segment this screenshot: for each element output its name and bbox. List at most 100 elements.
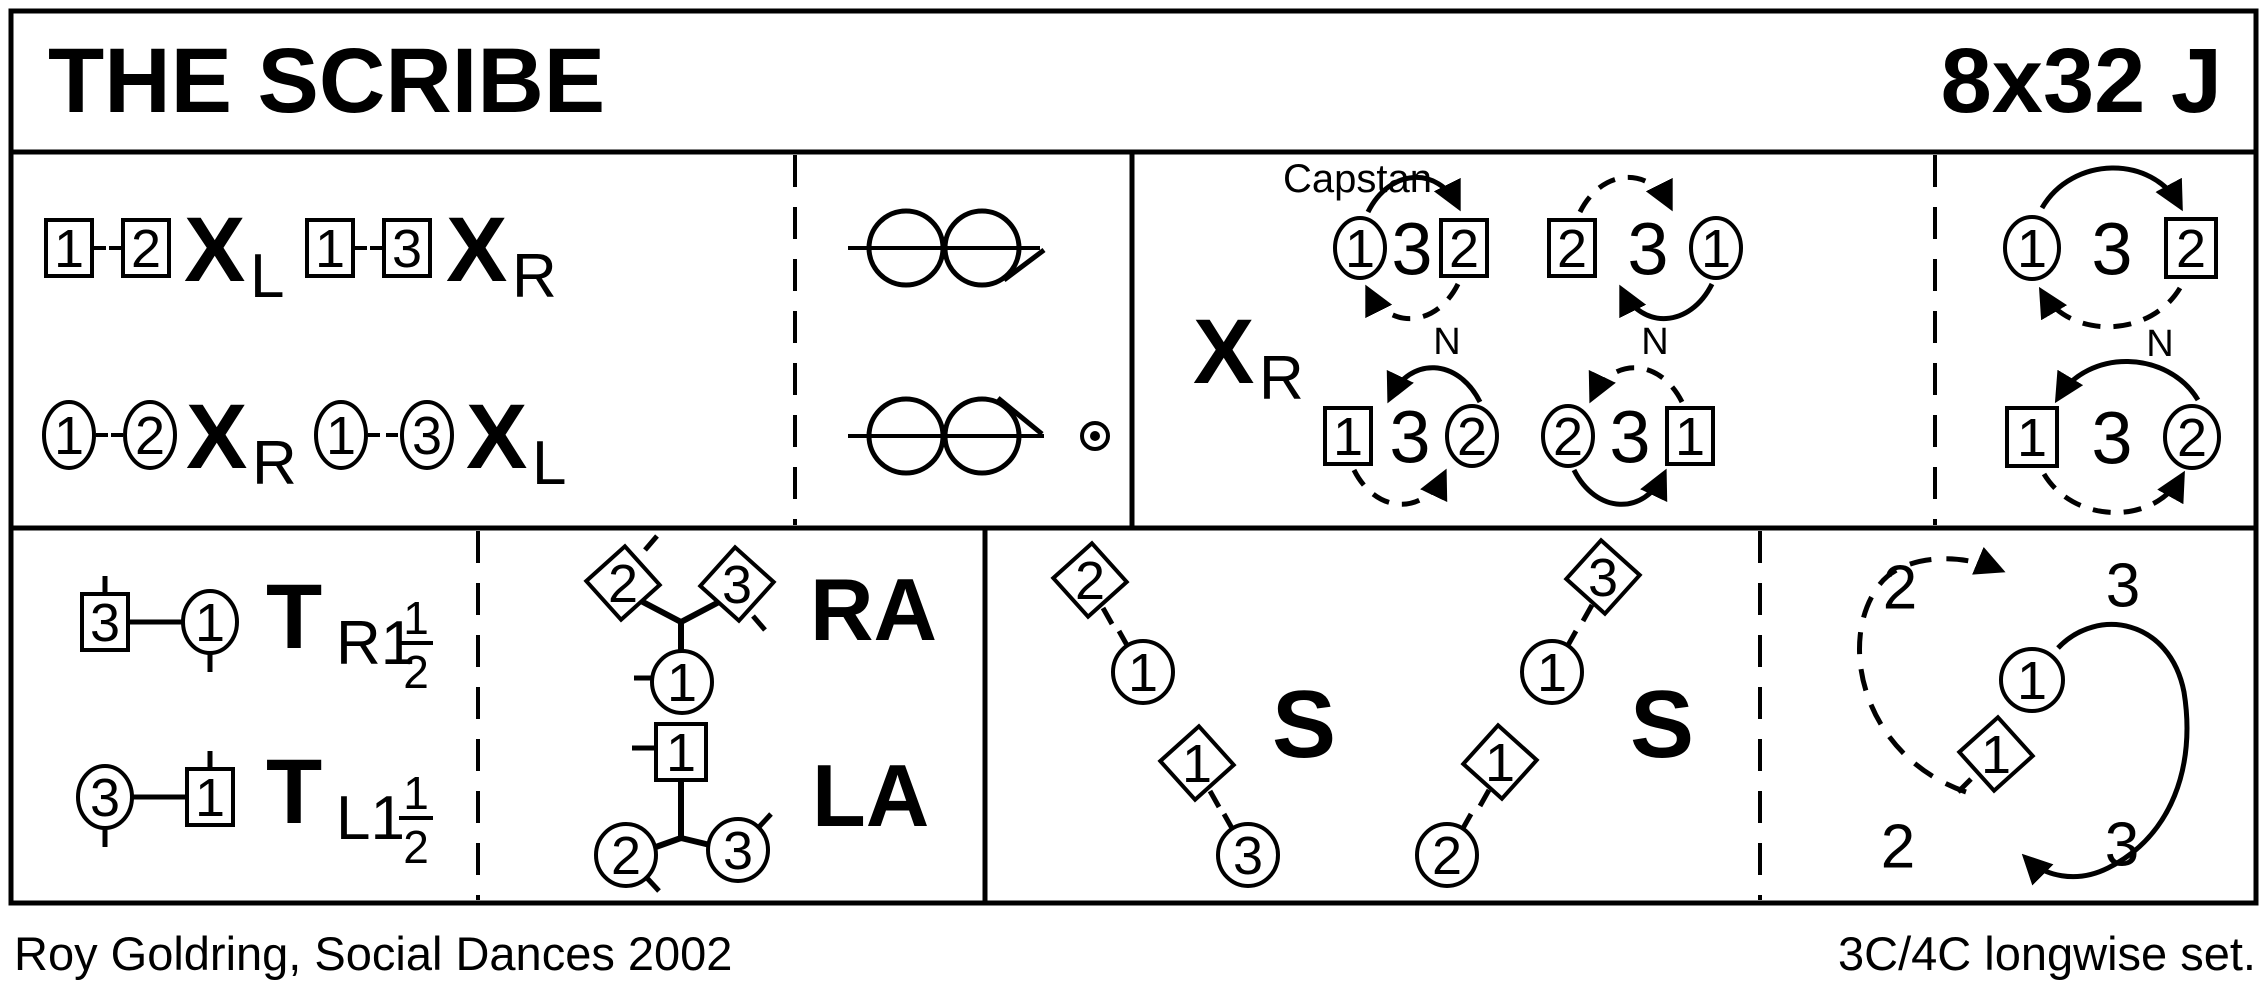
left-hands-across-label: LA <box>812 746 929 845</box>
dancer-number: 3 <box>90 593 120 653</box>
dancer-diamond: 3 <box>1563 537 1643 617</box>
lady-circle: 1 <box>650 649 714 715</box>
man-square: 1 <box>1665 406 1715 467</box>
dashed-path-arc <box>2041 470 2185 515</box>
dashed-path-arc <box>1857 546 2006 795</box>
dancer-number: 2 <box>1449 219 1479 279</box>
turn-group: 3 1 T R1 1 2 <box>80 566 433 698</box>
dashed-path-arc <box>1577 175 1673 214</box>
dancer-number: 1 <box>54 406 84 466</box>
star-spoke <box>680 835 711 848</box>
fraction-numerator: 1 <box>403 592 429 644</box>
lady-circle: 2 <box>2163 404 2221 470</box>
dancer-number: 2 <box>135 406 165 466</box>
position-number: 2 <box>1881 813 1915 882</box>
dancer-diamond: 3 <box>697 544 777 624</box>
time-signature: 8x32 J <box>1941 30 2222 132</box>
frame <box>8 8 2259 906</box>
left-hands-across: 1 2 3 LA <box>594 722 929 893</box>
panel-cast: 2 3 2 3 1 1 <box>1857 546 2190 886</box>
solid-path-arc <box>2039 165 2183 212</box>
lady-circle: 1 <box>314 400 368 470</box>
fraction-denominator: 2 <box>403 646 429 698</box>
position-number: 3 <box>1627 208 1668 291</box>
lady-circle: 2 <box>1415 822 1479 888</box>
panel-capstan: Capstan X R 1 3 2 2 3 <box>1193 157 1743 507</box>
lady-circle: 1 <box>1333 216 1387 280</box>
dancer-number: 3 <box>90 768 120 828</box>
right-hands-across: 2 3 1 RA <box>583 534 937 715</box>
dancer-diamond: 2 <box>1050 540 1130 620</box>
lady-circle: 2 <box>1445 404 1499 468</box>
lady-circle: 1 <box>2003 215 2061 281</box>
position-number: 2 <box>1883 554 1917 623</box>
dancer-number: 3 <box>392 219 422 279</box>
dancer-diamond: 1 <box>1157 723 1237 803</box>
lady-circle: 1 <box>42 400 96 470</box>
star-spoke <box>679 599 721 625</box>
dancer-number: 3 <box>723 821 753 881</box>
dancer-number: 2 <box>1432 826 1462 886</box>
dancer-number: 2 <box>1557 219 1587 279</box>
reel-of-three-icon <box>848 396 1044 476</box>
no-hands-label: N <box>1641 321 1668 363</box>
capstan-group: 1 3 2 <box>2005 359 2221 515</box>
dashed-path-arc <box>1365 282 1461 321</box>
facing-tick <box>757 812 773 829</box>
capstan-group: 1 3 2 <box>2003 165 2218 330</box>
dancer-number: 1 <box>1333 407 1363 467</box>
set-note: 3C/4C longwise set. <box>1838 927 2256 980</box>
hand-subscript: R <box>512 242 557 311</box>
dancer-diamond: 1 <box>1460 722 1540 802</box>
dancer-number: 3 <box>1588 548 1618 608</box>
dancer-number: 1 <box>1182 734 1212 794</box>
cross-symbol: X <box>446 199 507 301</box>
lady-circle: 1 <box>1520 639 1584 705</box>
footer: Roy Goldring, Social Dances 2002 3C/4C l… <box>14 927 2256 980</box>
turn-symbol: T <box>266 741 322 843</box>
capstan-group: 1 3 2 <box>1323 365 1499 507</box>
lady-circle: 3 <box>706 817 770 883</box>
cross-symbol: X <box>186 386 247 488</box>
capstan-group: 2 3 1 <box>1541 365 1715 507</box>
dancer-number: 3 <box>412 406 442 466</box>
panel-reels <box>848 208 1110 476</box>
dancer-diamond: 2 <box>583 543 663 623</box>
lady-circle: 1 <box>1999 647 2065 713</box>
man-square: 2 <box>1439 218 1489 279</box>
lady-circle: 3 <box>76 764 134 830</box>
lady-circle: 1 <box>181 589 239 655</box>
man-square: 2 <box>2164 217 2218 279</box>
position-number: 3 <box>1391 208 1432 291</box>
page-title: THE SCRIBE <box>48 30 605 132</box>
dancer-number: 1 <box>1675 407 1705 467</box>
no-hands-label: N <box>1433 321 1460 363</box>
facing-tick <box>645 876 661 893</box>
position-number: 3 <box>1609 396 1650 479</box>
reel-of-three-icon <box>848 208 1046 288</box>
solid-path-arc <box>1386 365 1483 404</box>
man-square: 1 <box>654 722 708 783</box>
dashed-path-arc <box>1588 365 1685 404</box>
lady-circle: 3 <box>400 400 454 470</box>
dancer-number: 1 <box>666 723 696 783</box>
hand-subscript: L <box>250 242 284 311</box>
dancer-number: 1 <box>2017 408 2047 468</box>
man-square: 1 <box>1323 406 1373 467</box>
dashed-path-arc <box>2038 286 2183 330</box>
outer-border <box>8 8 2259 906</box>
dancer-number: 1 <box>1981 725 2011 785</box>
hand-subscript: R <box>1259 344 1304 413</box>
right-hands-across-label: RA <box>810 560 937 659</box>
cross-symbol: X <box>184 199 245 301</box>
turn-symbol: T <box>266 566 322 668</box>
credit-line: Roy Goldring, Social Dances 2002 <box>14 927 732 980</box>
turn-group: 3 1 T L1 1 2 <box>76 741 433 873</box>
man-square: 1 <box>2005 406 2059 468</box>
dancer-number: 1 <box>195 768 225 828</box>
cross-symbol: X <box>1193 301 1254 403</box>
facing-tick <box>1956 777 1973 794</box>
dancer-number: 1 <box>315 219 345 279</box>
dancer-number: 1 <box>1701 219 1731 279</box>
